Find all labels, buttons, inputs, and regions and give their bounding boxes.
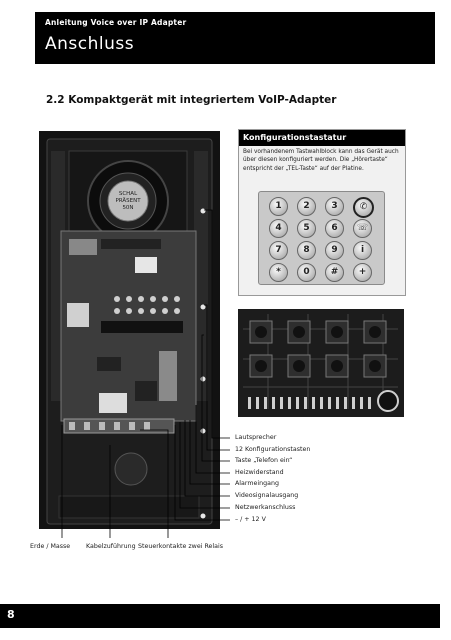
phone-key: ☏ [353,219,372,238]
key-8: 8 [297,241,316,260]
section-title: 2.2 Kompaktgerät mit integriertem VoIP-A… [46,94,337,106]
key-6: 6 [325,219,344,238]
label-network: Netzwerkanschluss [235,504,296,511]
key-7: 7 [269,241,288,260]
page-header: Anleitung Voice over IP Adapter Anschlus… [35,12,435,64]
keypad-info-panel: Konfigurationstastatur Bei vorhandenem T… [238,129,406,296]
info-key: i [353,241,372,260]
key-1: 1 [269,197,288,216]
speaker-marking-1: SCHAL [119,191,138,197]
label-speaker: Lautsprecher [235,434,277,441]
header-subtitle: Anleitung Voice over IP Adapter [45,18,187,27]
keypad-photo: 1 2 3 ✆ 4 5 6 ☏ 7 8 9 i * 0 # + [258,191,385,285]
label-relay-contacts: Steuerkontakte zwei Relais [138,543,224,550]
pcb-keypad-photo [238,309,404,417]
key-0: 0 [297,263,316,282]
label-config-keys: 12 Konfigurationstasten [235,446,311,453]
key-4: 4 [269,219,288,238]
key-hash: # [325,263,344,282]
pcb-illustration [238,309,404,417]
label-power: – / + 12 V [235,516,266,523]
header-title: Anschluss [45,34,135,54]
page-footer: 8 [0,604,440,628]
panel-heading: Konfigurationstastatur [239,130,405,146]
label-cable-entry: Kabelzuführung [86,543,136,550]
panel-description: Bei vorhandenem Tastwahlblock kann das G… [243,149,399,172]
key-3: 3 [325,197,344,216]
page-number: 8 [7,608,15,621]
label-heater: Heizwiderstand [235,469,284,476]
key-star: * [269,263,288,282]
handset-key: ✆ [353,197,374,218]
key-2: 2 [297,197,316,216]
label-ground: Erde / Masse [30,543,71,550]
label-phone-key: Taste „Telefon ein“ [235,457,293,464]
key-5: 5 [297,219,316,238]
label-alarm-input: Alarmeingang [235,480,279,487]
speaker-marking-3: 50N [122,205,133,211]
label-video-output: Videosignalausgang [235,492,299,499]
key-plus: + [353,263,372,282]
key-9: 9 [325,241,344,260]
speaker-marking-2: PRÄSENT [115,197,141,204]
